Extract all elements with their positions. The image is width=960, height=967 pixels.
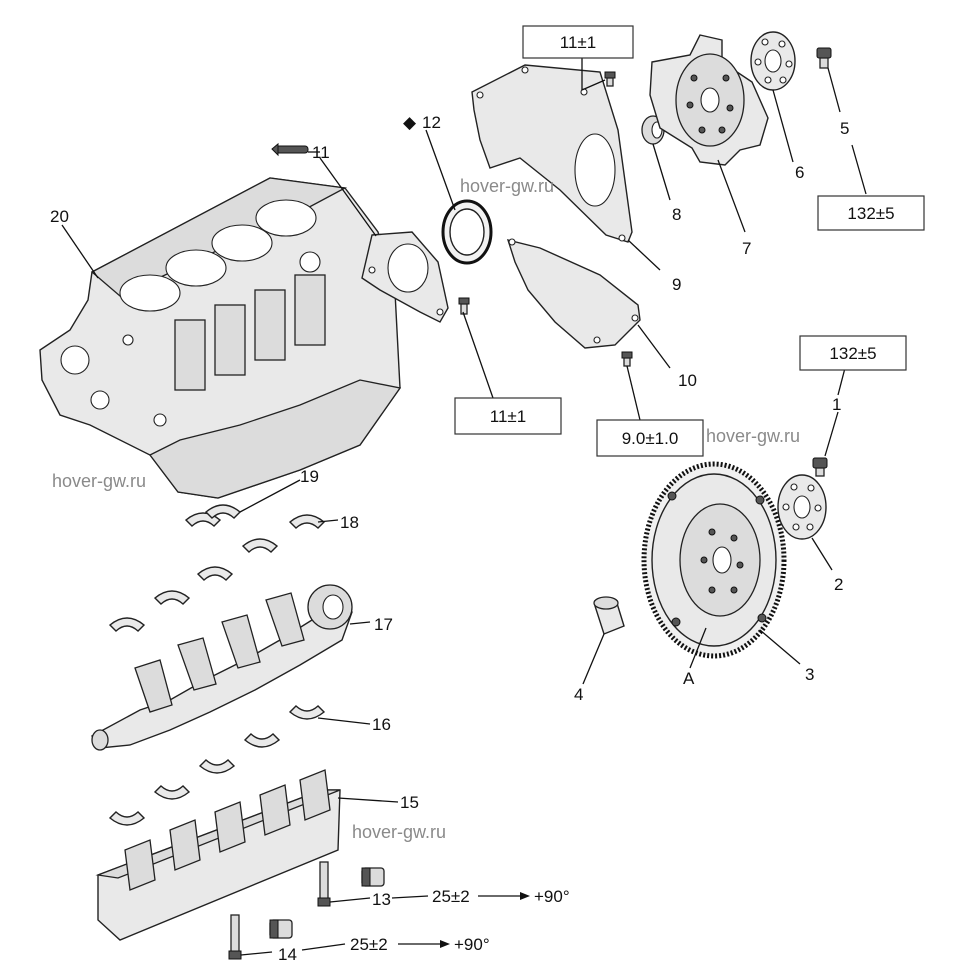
label-part-4: 4 [574,685,583,704]
watermark-bottom: hover-gw.ru [352,822,446,842]
label-part-12-marker: ◆ [403,113,417,132]
label-part-18: 18 [340,513,359,532]
watermark-left: hover-gw.ru [52,471,146,491]
rear-plate-bolt [604,71,616,87]
torque-box-top [522,25,634,59]
label-part-1: 1 [832,395,841,414]
torque-1-text: 132±5 [829,344,876,363]
label-part-12: 12 [422,113,441,132]
cap-bolt-13 [317,861,331,907]
drive-plate [649,34,769,166]
label-part-6: 6 [795,163,804,182]
label-part-19: 19 [300,467,319,486]
label-part-A: A [683,669,695,688]
label-part-20: 20 [50,207,69,226]
torque-box-10 [596,419,704,457]
label-part-11: 11 [312,143,330,162]
bearing-shells-upper [108,504,326,632]
seal-housing-bolt [458,297,470,315]
torque-box-5 [817,195,925,231]
cylinder-block [39,177,402,499]
bushing [593,596,625,635]
leader-lines [61,56,867,956]
label-part-17: 17 [374,615,393,634]
label-part-2: 2 [834,575,843,594]
torque-top-text: 11±1 [560,33,596,52]
torque-mid-text: 11±1 [490,407,526,426]
flywheel-washer-plate [777,474,827,540]
label-part-9: 9 [672,275,681,294]
main-bearing-cap-bridge [95,769,341,941]
rear-end-plate [471,64,633,243]
label-part-14: 14 [278,945,297,964]
dowel-pin [271,142,309,157]
label-part-3: 3 [805,665,814,684]
rear-oil-seal-housing [361,231,449,323]
label-part-13: 13 [372,890,391,909]
label-part-8: 8 [672,205,681,224]
torque-box-mid [454,397,562,435]
watermark-right: hover-gw.ru [706,426,800,446]
bolt-washer-plate [750,31,796,91]
label-part-15: 15 [400,793,419,812]
drive-plate-bolt [816,47,832,69]
label-part-7: 7 [742,239,751,258]
crankshaft [90,584,353,751]
flywheel-bolt [812,457,828,477]
bearing-shells-lower [108,705,326,826]
torque-13-text: 25±2 [432,887,470,906]
bolt-head-14 [269,919,293,939]
bolt-head-13 [361,867,385,887]
label-part-5: 5 [840,119,849,138]
flywheel [641,461,787,659]
torque-box-1 [799,335,907,371]
lower-cover-bolt [621,351,633,367]
torque-5-text: 132±5 [847,204,894,223]
label-part-16: 16 [372,715,391,734]
lower-cover [506,238,641,349]
torque-13-angle: +90° [534,887,570,906]
label-part-10: 10 [678,371,697,390]
torque-10-text: 9.0±1.0 [622,429,679,448]
rear-oil-seal [441,199,493,265]
angle-arrow-14 [398,940,450,948]
torque-14-text: 25±2 [350,935,388,954]
watermark-top: hover-gw.ru [460,176,554,196]
cap-bolt-14 [228,914,242,960]
torque-14-angle: +90° [454,935,490,954]
angle-arrow-13 [478,892,530,900]
